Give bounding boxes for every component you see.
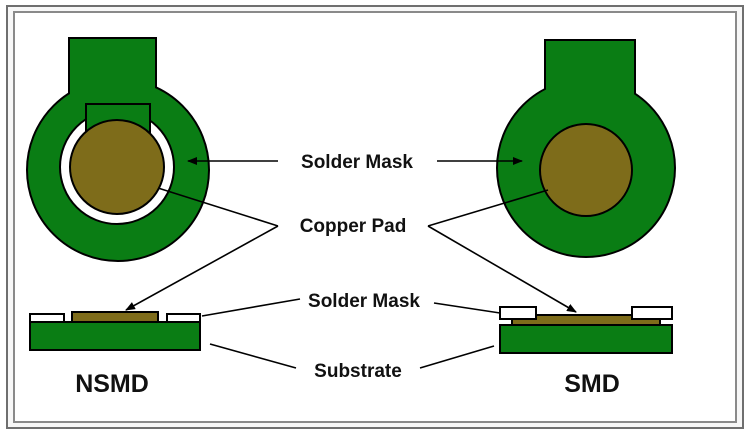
label-solder-mask-bottom: Solder Mask (308, 291, 420, 312)
leader-lines (125, 157, 577, 369)
smd-mask-left (499, 306, 537, 320)
smd-copper-pad (539, 123, 633, 217)
label-copper-pad: Copper Pad (300, 216, 407, 237)
leader-substrate-left (209, 343, 297, 369)
nsmd-mask-left (29, 313, 65, 323)
leader-copper-smd-top (427, 189, 549, 227)
label-substrate: Substrate (314, 361, 402, 382)
label-solder-mask-top: Solder Mask (301, 152, 413, 173)
smd-substrate (499, 324, 673, 354)
leader-copper-smd-section (427, 225, 577, 313)
leader-copper-nsmd-top (157, 187, 279, 227)
smd-mask-right (631, 306, 673, 320)
nsmd-substrate (29, 321, 201, 351)
smd-top-view (496, 39, 676, 258)
leader-substrate-right (419, 345, 495, 369)
nsmd-cross-section (29, 311, 201, 351)
smd-cross-section (499, 306, 673, 354)
leader-copper-nsmd-section (125, 225, 279, 311)
nsmd-copper-pad (69, 119, 165, 215)
nsmd-top-view (26, 37, 210, 262)
nsmd-mask-right (166, 313, 201, 323)
leader-mask-smd-section (433, 302, 501, 314)
leader-mask-nsmd-section (201, 298, 301, 317)
label-smd: SMD (564, 370, 620, 398)
label-nsmd: NSMD (75, 370, 149, 398)
nsmd-pad-section (71, 311, 159, 323)
